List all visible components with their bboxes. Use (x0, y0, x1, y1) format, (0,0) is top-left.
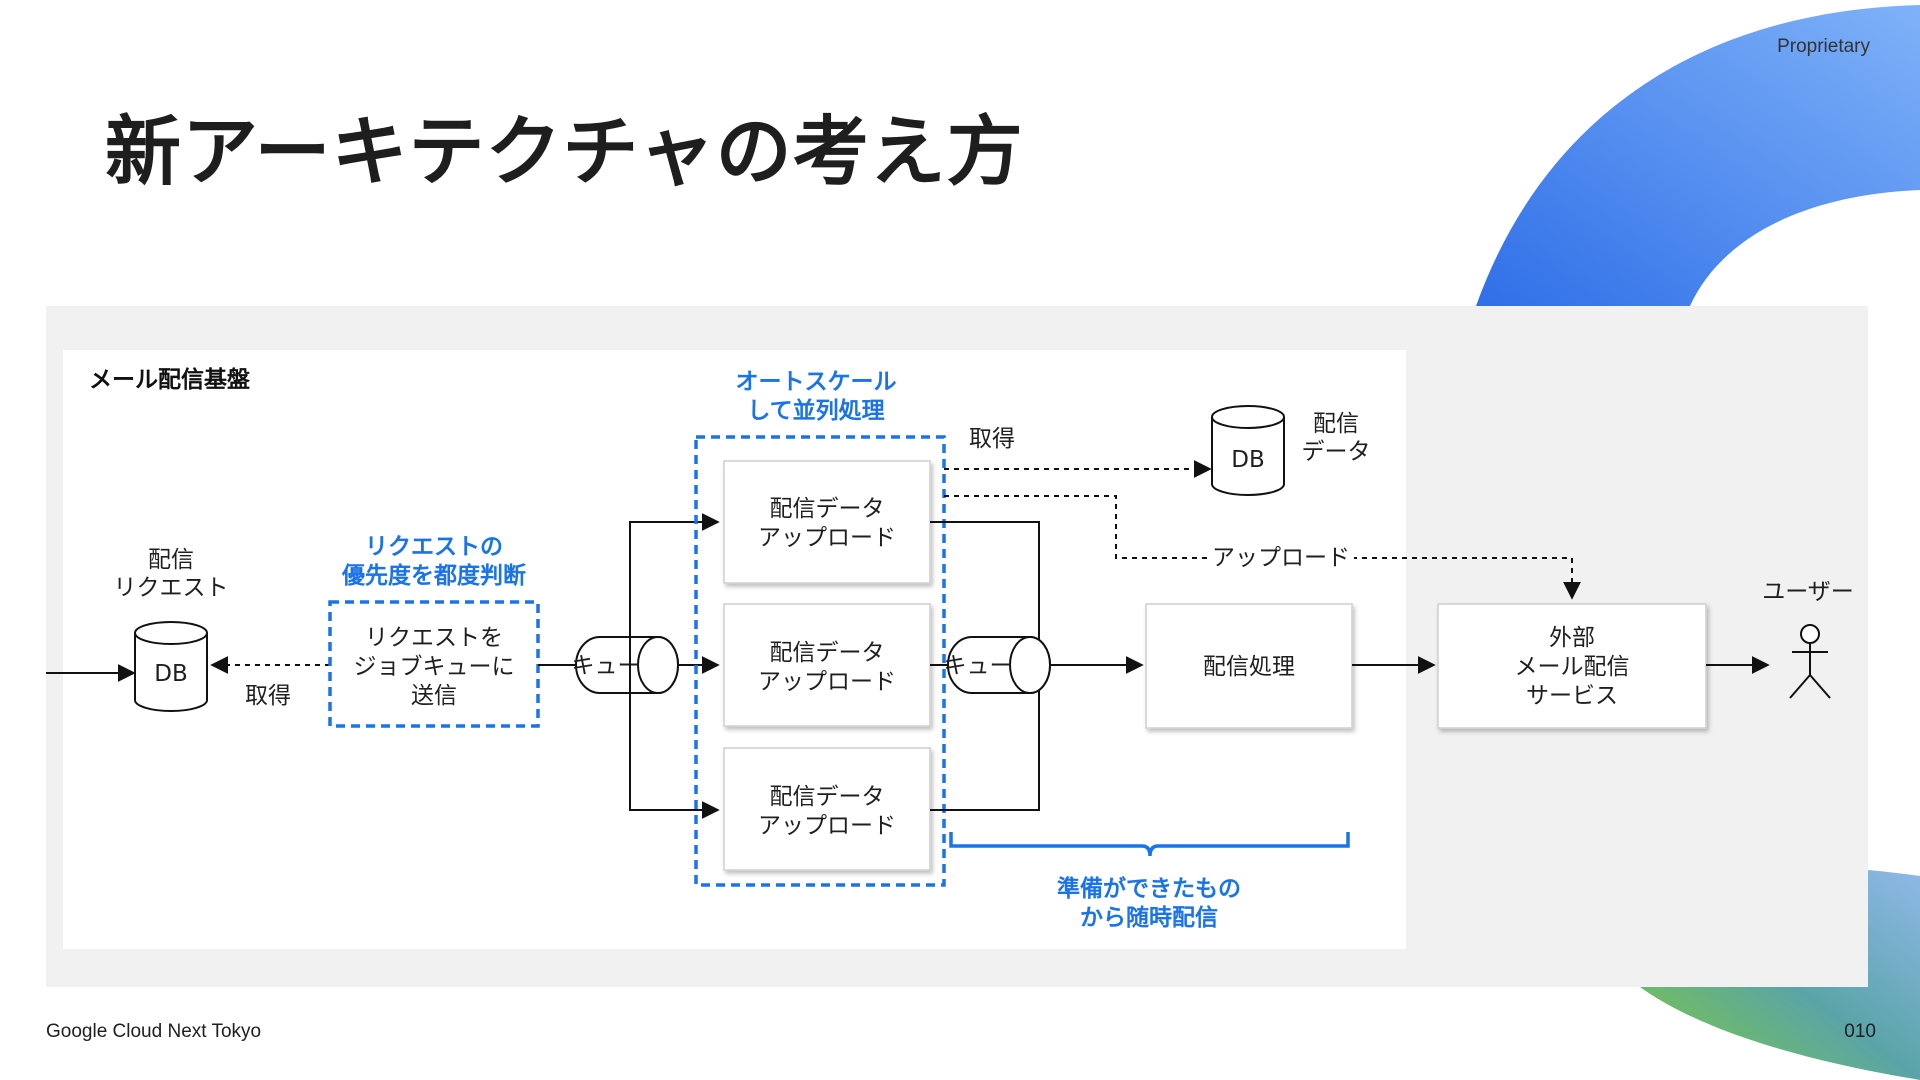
page-title: 新アーキテクチャの考え方 (105, 107, 1024, 196)
fetch-label-left: 取得 (245, 683, 291, 709)
external-box-line2: メール配信 (1515, 654, 1630, 680)
job-queue-1: キュー (572, 636, 679, 694)
request-db-label: DB (154, 661, 188, 687)
queue1-to-worker1-arrow (629, 513, 720, 665)
upload-arrow (944, 495, 1581, 600)
delivery-data-label-line2: データ (1302, 439, 1371, 465)
worker3-line1: 配信データ (770, 784, 885, 810)
ready-note-line2: から随時配信 (1080, 904, 1218, 931)
enqueue-box-line2: ジョブキューに (354, 654, 515, 680)
enqueue-job-box: リクエストを ジョブキューに 送信 (328, 600, 540, 728)
delivery-data-db-cylinder: DB (1211, 405, 1285, 496)
worker1-line2: アップロード (758, 525, 896, 551)
job-queue-2: キュー (944, 636, 1051, 694)
delivery-process-box: 配信処理 (1145, 603, 1353, 729)
user-label: ユーザー (1762, 579, 1854, 605)
ready-brace (949, 832, 1350, 857)
worker2-line1: 配信データ (770, 640, 885, 666)
enqueue-box-line1: リクエストを (365, 625, 503, 651)
upload-label-bg (1208, 542, 1354, 572)
worker1-line1: 配信データ (770, 496, 885, 522)
green-arc-shape (1640, 870, 1920, 1080)
external-box-line1: 外部 (1549, 625, 1595, 651)
external-mail-service-box: 外部 メール配信 サービス (1437, 603, 1707, 729)
fetch-label-top: 取得 (969, 426, 1015, 452)
upload-label: アップロード (1212, 545, 1350, 571)
queue1-to-worker3-arrow (629, 665, 720, 819)
footer-page-number: 010 (1844, 1021, 1876, 1042)
enqueue-box-line3: 送信 (411, 683, 457, 709)
user-actor-icon (1789, 624, 1831, 699)
prioritize-note-line1: リクエストの (365, 534, 503, 560)
platform-label: メール配信基盤 (89, 366, 251, 393)
footer-event-name: Google Cloud Next Tokyo (46, 1021, 262, 1042)
delivery-data-label-line1: 配信 (1313, 411, 1359, 437)
request-label-line1: 配信 (148, 547, 194, 573)
worker3-line2: アップロード (758, 813, 896, 839)
delivery-db-label: DB (1231, 447, 1265, 473)
ready-note-line1: 準備ができたもの (1057, 875, 1241, 902)
process-box-label: 配信処理 (1203, 654, 1295, 680)
external-box-line3: サービス (1526, 683, 1618, 709)
proprietary-label: Proprietary (1777, 36, 1870, 57)
blue-arc-shape (1476, 5, 1920, 306)
worker2-line2: アップロード (758, 669, 896, 695)
autoscale-note-line2: して並列処理 (747, 397, 884, 424)
request-db-cylinder: DB (134, 621, 208, 712)
request-label-line2: リクエスト (114, 575, 229, 601)
worker-box-2: 配信データ アップロード (723, 603, 931, 727)
worker-box-3: 配信データ アップロード (723, 747, 931, 871)
prioritize-note-line2: 優先度を都度判断 (341, 562, 526, 589)
autoscale-group (694, 435, 946, 887)
worker-box-1: 配信データ アップロード (723, 460, 931, 584)
queue2-label: キュー (944, 653, 1013, 679)
autoscale-note-line1: オートスケール (736, 369, 897, 395)
